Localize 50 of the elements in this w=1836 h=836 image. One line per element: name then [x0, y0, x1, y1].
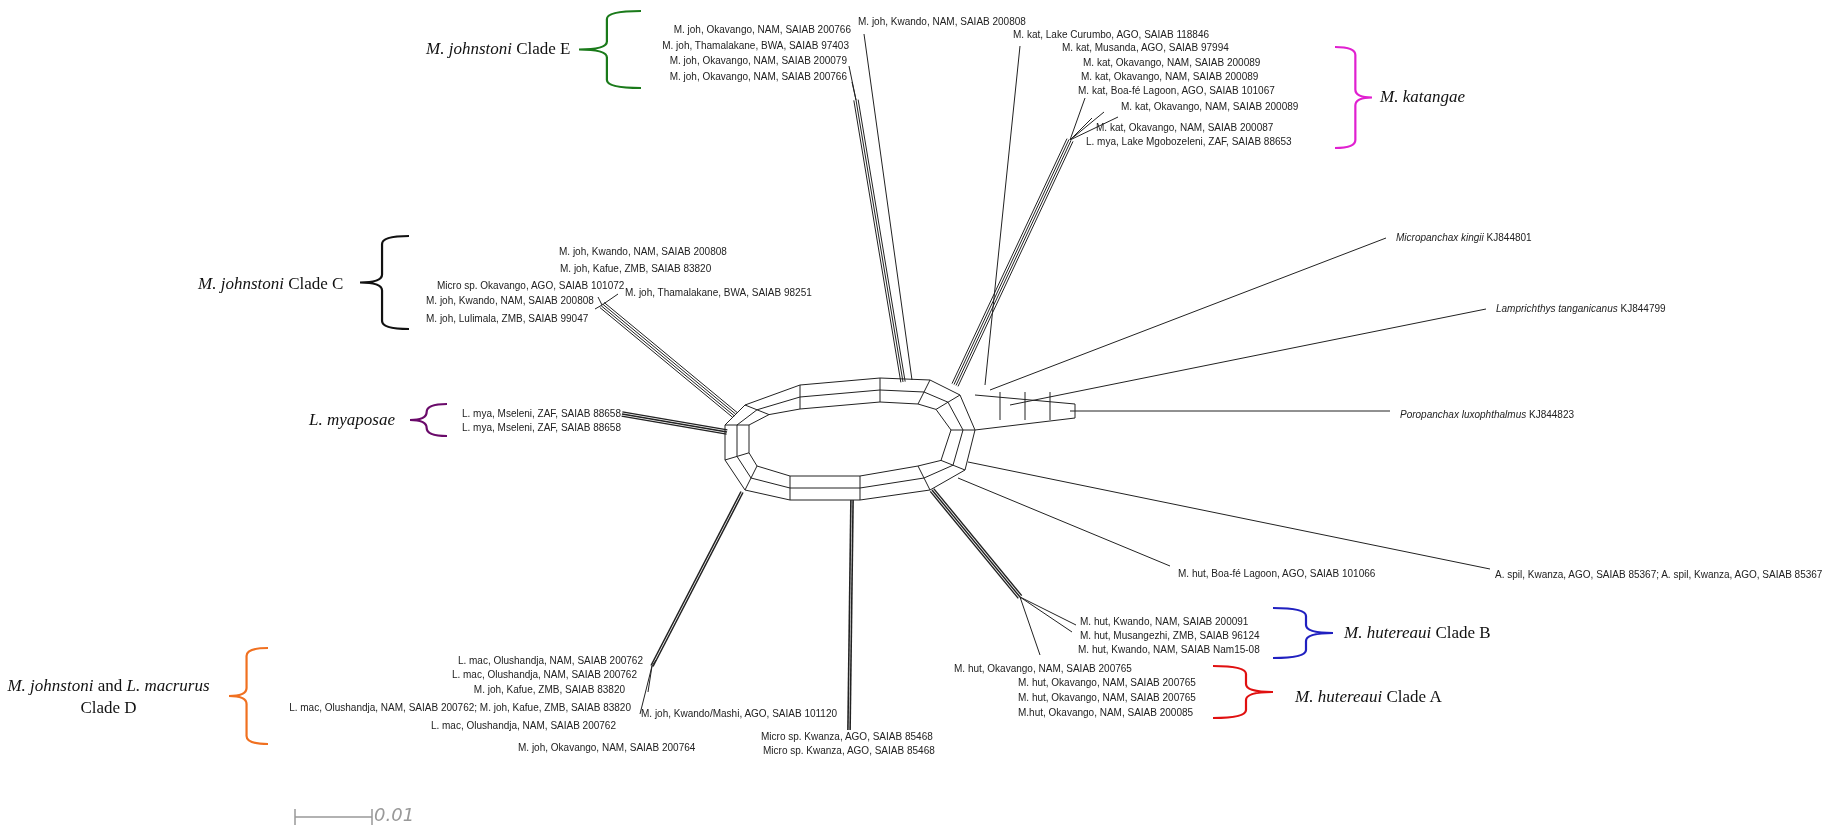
taxon-label: M. hut, Okavango, NAM, SAIAB 200765	[954, 662, 1132, 676]
taxon-label: M. kat, Okavango, NAM, SAIAB 200089	[1081, 70, 1259, 84]
taxon-label: M. kat, Okavango, NAM, SAIAB 200087	[1096, 121, 1274, 135]
taxon-label: M. joh, Kafue, ZMB, SAIAB 83820	[473, 683, 625, 697]
clade-label: M. johnstoni Clade C	[198, 274, 344, 294]
taxon-label: M. hut, Okavango, NAM, SAIAB 200765	[1018, 676, 1196, 690]
taxon-label: Micropanchax kingii KJ844801	[1396, 231, 1532, 245]
taxon-label: M. joh, Kwando/Mashi, AGO, SAIAB 101120	[641, 707, 838, 721]
taxon-label: M. kat, Boa-fé Lagoon, AGO, SAIAB 101067	[1078, 84, 1275, 98]
taxon-label: M. joh, Thamalakane, BWA, SAIAB 98251	[625, 286, 812, 300]
taxon-label: M. kat, Okavango, NAM, SAIAB 200089	[1083, 56, 1261, 70]
taxon-label: M. kat, Lake Curumbo, AGO, SAIAB 118846	[1013, 28, 1210, 42]
taxon-label: Lamprichthys tanganicanus KJ844799	[1496, 302, 1666, 316]
taxon-label: L. mac, Olushandja, NAM, SAIAB 200762	[451, 668, 637, 682]
taxon-label: M. joh, Kwando, NAM, SAIAB 200808	[858, 15, 1026, 29]
taxon-label: M.hut, Okavango, NAM, SAIAB 200085	[1018, 706, 1194, 720]
taxon-label: M. joh, Kwando, NAM, SAIAB 200808	[426, 294, 594, 308]
clade-label: M. katangae	[1380, 87, 1465, 107]
clade-label: L. myaposae	[309, 410, 395, 430]
taxon-label: L. mac, Olushandja, NAM, SAIAB 200762; M. joh, Kafue, ZMB, SAIAB 83820	[289, 701, 631, 715]
taxon-label: L. mac, Olushandja, NAM, SAIAB 200762	[430, 719, 616, 733]
taxon-label: L. mya, Mseleni, ZAF, SAIAB 88658	[462, 421, 621, 435]
taxon-label: M. joh, Kwando, NAM, SAIAB 200808	[559, 245, 727, 259]
taxon-label: M. kat, Musanda, AGO, SAIAB 97994	[1062, 41, 1229, 55]
taxon-label: M. joh, Okavango, NAM, SAIAB 200766	[669, 70, 847, 84]
taxon-label: M. hut, Kwando, NAM, SAIAB Nam15-08	[1078, 643, 1260, 657]
taxon-label: Micro sp. Kwanza, AGO, SAIAB 85468	[763, 744, 935, 758]
clade-label: M. johnstoni and L. macrurus Clade D	[6, 675, 211, 719]
taxon-label: M. joh, Okavango, NAM, SAIAB 200764	[518, 741, 696, 755]
taxon-label: M. hut, Okavango, NAM, SAIAB 200765	[1018, 691, 1196, 705]
scale-value: 0.01	[374, 804, 415, 826]
taxon-label: A. spil, Kwanza, AGO, SAIAB 85367; A. spil, Kwanza, AGO, SAIAB 85367	[1495, 568, 1823, 582]
taxon-label: M. hut, Musangezhi, ZMB, SAIAB 96124	[1080, 629, 1260, 643]
taxon-label: Poropanchax luxophthalmus KJ844823	[1400, 408, 1575, 422]
clade-label: M. johnstoni Clade E	[426, 39, 571, 59]
taxon-label: Micro sp. Okavango, AGO, SAIAB 101072	[437, 279, 625, 293]
taxon-label: M. hut, Boa-fé Lagoon, AGO, SAIAB 101066	[1178, 567, 1376, 581]
clade-label: M. hutereaui Clade A	[1295, 687, 1442, 707]
taxon-label: L. mya, Lake Mgobozeleni, ZAF, SAIAB 88653	[1086, 135, 1292, 149]
taxon-label: M. kat, Okavango, NAM, SAIAB 200089	[1121, 100, 1299, 114]
taxon-label: M. joh, Lulimala, ZMB, SAIAB 99047	[426, 312, 589, 326]
taxon-label: Micro sp. Kwanza, AGO, SAIAB 85468	[761, 730, 933, 744]
taxon-label: M. joh, Thamalakane, BWA, SAIAB 97403	[662, 39, 849, 53]
taxon-label: L. mac, Olushandja, NAM, SAIAB 200762	[457, 654, 643, 668]
taxon-label: M. hut, Kwando, NAM, SAIAB 200091	[1080, 615, 1249, 629]
taxon-label: M. joh, Okavango, NAM, SAIAB 200079	[669, 54, 847, 68]
taxon-label: M. joh, Kafue, ZMB, SAIAB 83820	[560, 262, 712, 276]
clade-label: M. hutereaui Clade B	[1344, 623, 1491, 643]
taxon-label: L. mya, Mseleni, ZAF, SAIAB 88658	[462, 407, 621, 421]
taxon-label: M. joh, Okavango, NAM, SAIAB 200766	[673, 23, 851, 37]
